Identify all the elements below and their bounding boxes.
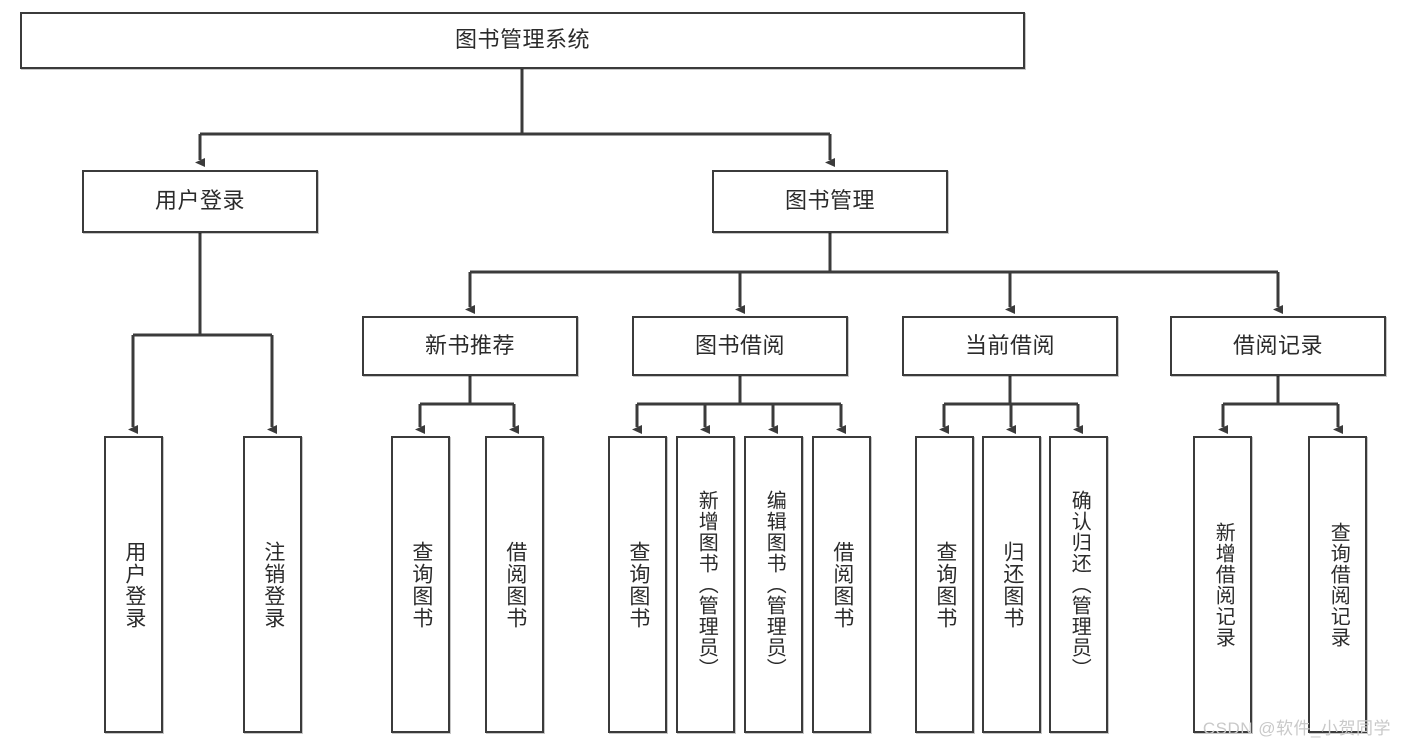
node-book-manage-label: 图书管理: [784, 188, 875, 214]
node-book-manage[interactable]: 图书管理: [712, 170, 948, 233]
node-leaf-add-record-label: 新增借阅记录: [1212, 521, 1235, 648]
node-new-book-recommend[interactable]: 新书推荐: [362, 316, 578, 376]
node-leaf-edit-book[interactable]: 编辑图书（管理员）: [744, 436, 803, 733]
node-borrow-record[interactable]: 借阅记录: [1170, 316, 1386, 376]
node-leaf-add-book-label: 新增图书（管理员）: [695, 490, 718, 679]
node-leaf-confirm-return[interactable]: 确认归还（管理员）: [1049, 436, 1108, 733]
node-leaf-return-book-label: 归还图书: [1000, 540, 1024, 629]
node-leaf-user-login-label: 用户登录: [122, 540, 146, 629]
node-leaf-query-book-2-label: 查询图书: [626, 540, 650, 629]
node-leaf-query-record[interactable]: 查询借阅记录: [1308, 436, 1367, 733]
node-current-borrow-label: 当前借阅: [964, 332, 1055, 358]
node-leaf-borrow-book-2-label: 借阅图书: [830, 540, 854, 629]
node-leaf-query-book-3-label: 查询图书: [933, 540, 957, 629]
node-leaf-query-book-2[interactable]: 查询图书: [608, 436, 667, 733]
node-current-borrow[interactable]: 当前借阅: [902, 316, 1118, 376]
node-leaf-return-book[interactable]: 归还图书: [982, 436, 1041, 733]
node-leaf-query-record-label: 查询借阅记录: [1327, 521, 1350, 648]
node-root[interactable]: 图书管理系统: [20, 12, 1025, 69]
node-leaf-add-book[interactable]: 新增图书（管理员）: [676, 436, 735, 733]
node-leaf-query-book-1[interactable]: 查询图书: [391, 436, 450, 733]
node-leaf-confirm-return-label: 确认归还（管理员）: [1068, 490, 1091, 679]
node-book-borrow[interactable]: 图书借阅: [632, 316, 848, 376]
node-leaf-edit-book-label: 编辑图书（管理员）: [763, 490, 786, 679]
node-leaf-logout[interactable]: 注销登录: [243, 436, 302, 733]
node-user-login[interactable]: 用户登录: [82, 170, 318, 233]
node-leaf-borrow-book-1-label: 借阅图书: [503, 540, 527, 629]
node-leaf-borrow-book-2[interactable]: 借阅图书: [812, 436, 871, 733]
node-leaf-query-book-3[interactable]: 查询图书: [915, 436, 974, 733]
node-new-book-recommend-label: 新书推荐: [424, 332, 515, 358]
node-leaf-query-book-1-label: 查询图书: [409, 540, 433, 629]
node-leaf-borrow-book-1[interactable]: 借阅图书: [485, 436, 544, 733]
node-user-login-label: 用户登录: [154, 188, 245, 214]
watermark: CSDN @软件_小贺同学: [1202, 719, 1391, 738]
node-borrow-record-label: 借阅记录: [1232, 332, 1323, 358]
node-root-label: 图书管理系统: [454, 27, 590, 53]
node-leaf-logout-label: 注销登录: [261, 540, 285, 629]
node-leaf-user-login[interactable]: 用户登录: [104, 436, 163, 733]
node-leaf-add-record[interactable]: 新增借阅记录: [1193, 436, 1252, 733]
node-book-borrow-label: 图书借阅: [694, 332, 785, 358]
